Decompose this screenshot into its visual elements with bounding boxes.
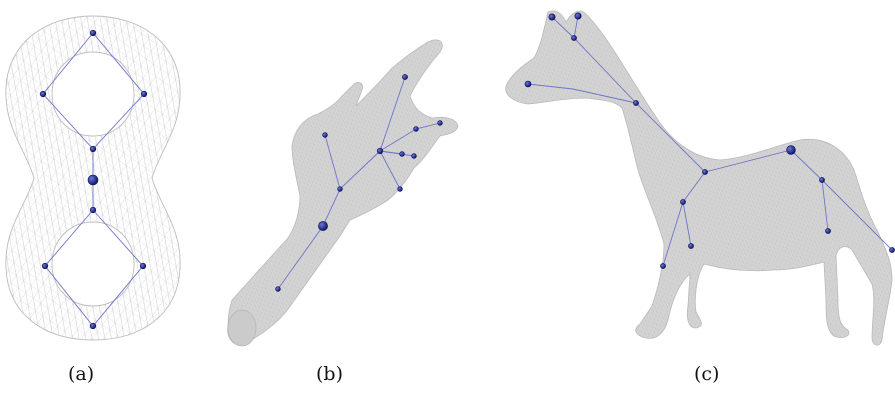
joint bbox=[660, 263, 665, 268]
joint bbox=[412, 154, 417, 159]
joint-root bbox=[787, 146, 796, 155]
joint bbox=[680, 199, 685, 204]
joint bbox=[40, 91, 46, 97]
joint bbox=[889, 247, 894, 252]
hand-mesh bbox=[228, 40, 458, 345]
joint bbox=[42, 263, 48, 269]
caption-a: (a) bbox=[68, 363, 94, 385]
joint-root bbox=[318, 221, 327, 230]
joint bbox=[549, 14, 555, 20]
joint bbox=[338, 187, 343, 192]
hand-figure bbox=[228, 40, 458, 346]
joint bbox=[140, 263, 146, 269]
joint bbox=[323, 133, 328, 138]
joint bbox=[90, 30, 96, 36]
joint bbox=[398, 187, 403, 192]
joint bbox=[90, 146, 96, 152]
caption-b: (b) bbox=[316, 363, 343, 385]
joint bbox=[825, 228, 830, 233]
joint bbox=[688, 243, 693, 248]
joint bbox=[90, 323, 96, 329]
joint bbox=[141, 91, 147, 97]
horse-mesh bbox=[506, 11, 892, 345]
joint bbox=[90, 207, 96, 213]
caption-c: (c) bbox=[694, 363, 719, 385]
joint bbox=[438, 121, 443, 126]
joint bbox=[575, 13, 581, 19]
joint bbox=[633, 100, 638, 105]
joint bbox=[702, 169, 707, 174]
joint bbox=[414, 127, 419, 132]
joint bbox=[571, 35, 576, 40]
double-torus-figure bbox=[6, 16, 180, 340]
wrist-cut bbox=[228, 310, 256, 346]
joint bbox=[400, 152, 405, 157]
joint bbox=[402, 74, 407, 79]
joint-root bbox=[88, 175, 98, 185]
joint bbox=[819, 177, 824, 182]
horse-figure bbox=[506, 11, 895, 345]
joint bbox=[525, 81, 531, 87]
joint bbox=[276, 287, 281, 292]
joint bbox=[377, 148, 383, 154]
